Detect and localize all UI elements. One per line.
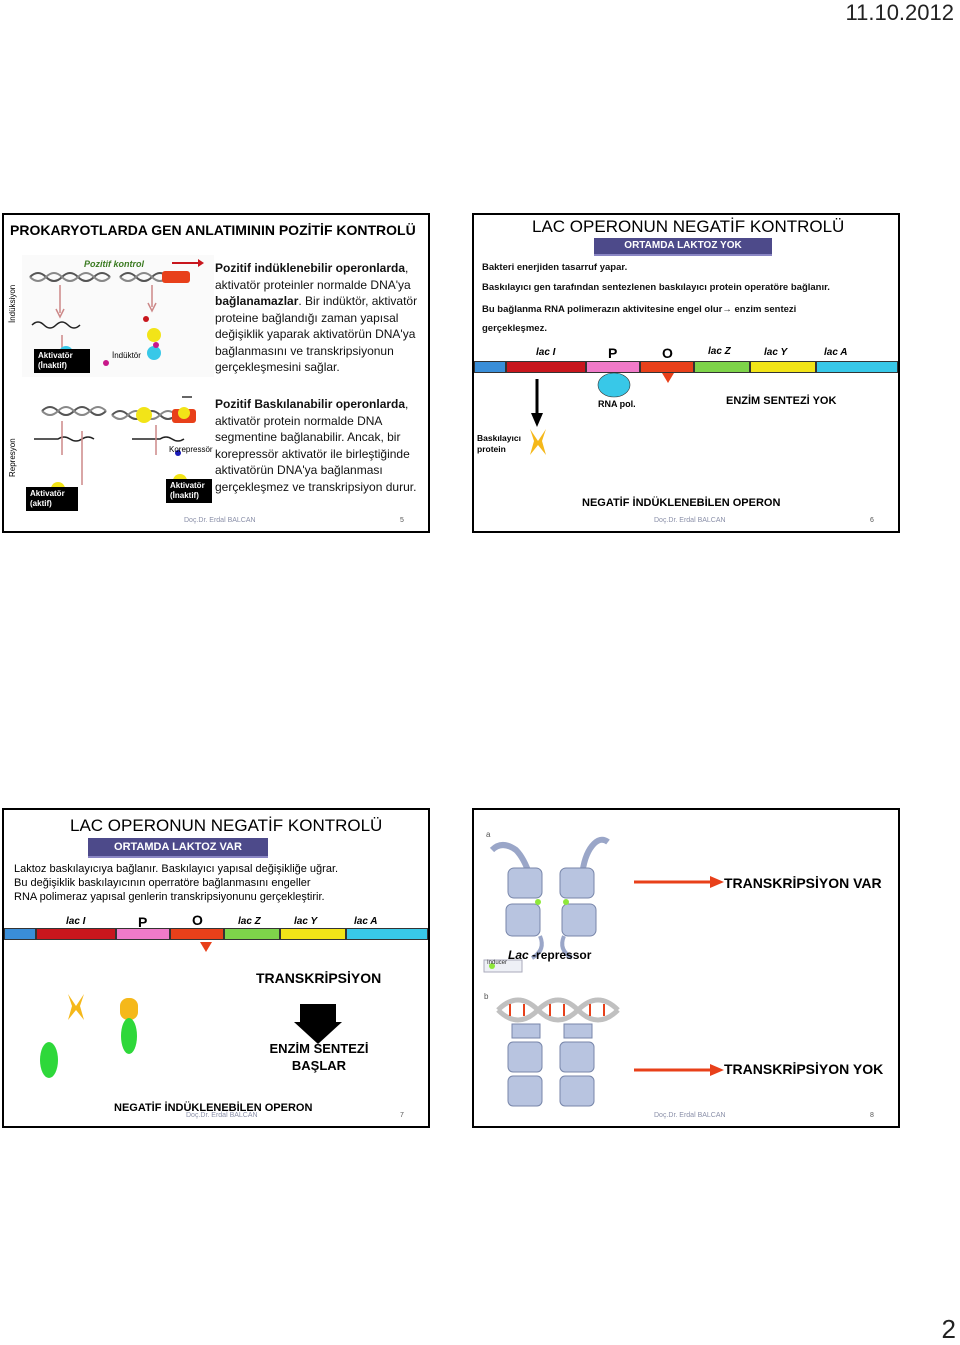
- slide-7: LAC OPERONUN NEGATİF KONTROLÜ ORTAMDA LA…: [2, 808, 430, 1128]
- gene-label-o: O: [662, 345, 673, 361]
- page-number: 2: [941, 1314, 956, 1344]
- slide-6: LAC OPERONUN NEGATİF KONTROLÜ ORTAMDA LA…: [472, 213, 900, 533]
- slide-title: LAC OPERONUN NEGATİF KONTROLÜ: [70, 816, 383, 835]
- text-line-3: Bu bağlanma RNA polimerazın aktivitesine…: [482, 304, 797, 334]
- page-date: 11.10.2012: [845, 0, 954, 25]
- gene-label-laci: lac I: [66, 916, 86, 927]
- slide-5: PROKARYOTLARDA GEN ANLATIMININ POZİTİF K…: [2, 213, 430, 533]
- repression-label: Represyon: [8, 438, 17, 477]
- slide-8: a b Inducer Lac -repressor TRANSKRİ: [472, 808, 900, 1128]
- paragraph-positive-repressible: Pozitif Baskılanabilir operonlarda, akti…: [215, 397, 417, 494]
- figure-title: Pozitif kontrol: [84, 259, 144, 269]
- lac-repressor-structure: [483, 836, 620, 1107]
- slide-title: PROKARYOTLARDA GEN ANLATIMININ POZİTİF K…: [10, 222, 416, 238]
- footer-author: Doç.Dr. Erdal BALCAN: [184, 517, 256, 524]
- footer-author: Doç.Dr. Erdal BALCAN: [654, 517, 726, 524]
- gene-label-lacz: lac Z: [708, 346, 731, 357]
- subtitle-bar: ORTAMDA LAKTOZ VAR: [88, 838, 268, 858]
- gene-label-laca: lac A: [824, 347, 848, 358]
- bottom-operon-label: NEGATİF İNDÜKLENEBİLEN OPERON: [114, 1102, 313, 1114]
- footer-slide-number: 6: [870, 517, 874, 524]
- induction-label: İndüksiyon: [8, 284, 17, 323]
- footer-author: Doç.Dr. Erdal BALCAN: [654, 1112, 726, 1119]
- transcription-diagram: [40, 942, 342, 1078]
- panel-a-label: a: [486, 830, 491, 839]
- rna-pol-label: RNA pol.: [598, 399, 636, 409]
- inducer-small-label: Inducer: [487, 960, 508, 966]
- footer-slide-number: 8: [870, 1112, 874, 1119]
- text-line-1: Bakteri enerjiden tasarruf yapar.: [482, 262, 628, 273]
- arrow-right-icon: [634, 876, 724, 888]
- arrow-right-icon: [634, 1064, 724, 1076]
- slide-title: LAC OPERONUN NEGATİF KONTROLÜ: [532, 217, 845, 236]
- gene-label-lacz: lac Z: [238, 916, 261, 927]
- text-line-2: Bu değişiklik baskılayıcının operratöre …: [14, 877, 311, 889]
- panel-b-label: b: [484, 992, 489, 1001]
- gene-label-o: O: [192, 912, 203, 928]
- footer-slide-number: 5: [400, 517, 404, 524]
- text-line-3: RNA polimeraz yapısal genlerin transkrip…: [14, 891, 325, 903]
- enzyme-start-label: ENZİM SENTEZİ BAŞLAR: [269, 1041, 369, 1073]
- gene-label-laca: lac A: [354, 916, 378, 927]
- inducer-label: İndüktör: [112, 351, 141, 360]
- text-line-2: Baskılayıcı gen tarafından sentezlenen b…: [482, 282, 830, 293]
- gene-label-p: P: [608, 345, 618, 361]
- footer-slide-number: 7: [400, 1112, 404, 1119]
- paragraph-positive-inducible: Pozitif indüklenebilir operonlarda, akti…: [215, 261, 418, 374]
- gene-label-laci: lac I: [536, 347, 556, 358]
- transcription-yes-label: TRANSKRİPSİYON VAR: [724, 875, 882, 891]
- repressor-protein-label: Baskılayıcı protein: [477, 433, 521, 454]
- transcription-label: TRANSKRİPSİYON: [256, 970, 382, 986]
- operon-diagram: [530, 372, 674, 455]
- activator-inactive-box: Aktivatör (İnaktif): [34, 349, 90, 373]
- gene-label-lacy: lac Y: [764, 347, 788, 358]
- text-line-1: Laktoz baskılayıcıya bağlanır. Baskılayı…: [14, 863, 339, 875]
- corepressor-label: Korepressör: [169, 445, 213, 454]
- gene-label-lacy: lac Y: [294, 916, 318, 927]
- no-enzyme-label: ENZİM SENTEZİ YOK: [726, 395, 837, 407]
- gene-label-p: P: [138, 914, 148, 930]
- transcription-no-label: TRANSKRİPSİYON YOK: [724, 1061, 884, 1077]
- activator-inactive-box-2: Aktivatör (İnaktif): [166, 479, 212, 503]
- footer-author: Doç.Dr. Erdal BALCAN: [186, 1112, 258, 1119]
- subtitle-bar: ORTAMDA LAKTOZ YOK: [594, 238, 772, 256]
- bottom-operon-label: NEGATİF İNDÜKLENEBİLEN OPERON: [582, 497, 781, 509]
- lac-repressor-label: Lac -repressor: [508, 948, 592, 962]
- activator-active-box: Aktivatör (aktif): [26, 487, 78, 511]
